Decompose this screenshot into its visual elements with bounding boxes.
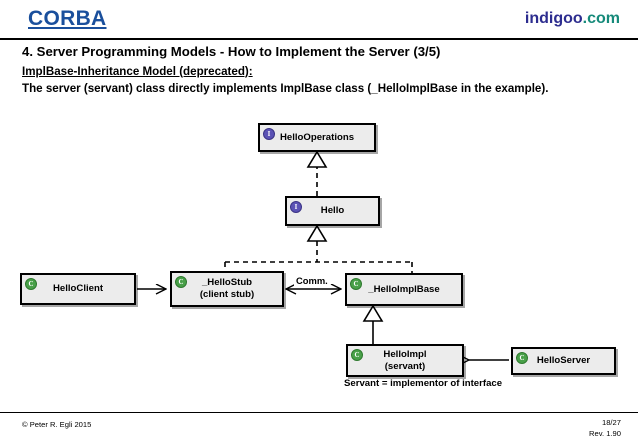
uml-node-label: HelloClient xyxy=(52,283,104,295)
uml-node-label-line1: _HelloStub xyxy=(201,277,253,289)
uml-node-label: _HelloStub (client stub) xyxy=(186,277,268,300)
interface-icon: I xyxy=(263,128,275,140)
edge-label-comm: Comm. xyxy=(294,275,330,286)
uml-class-diagram: I HelloOperations I Hello C HelloClient … xyxy=(0,110,638,405)
class-icon: C xyxy=(351,349,363,361)
slide-header: CORBA indigoo.com xyxy=(0,0,638,38)
revision-number: Rev. 1.90 xyxy=(589,429,621,438)
edge-hello-realizes-hellooperations xyxy=(306,150,328,196)
brand-indigoo-secondary: .com xyxy=(582,10,620,27)
footer-divider xyxy=(0,412,638,413)
uml-node-label: HelloServer xyxy=(536,355,591,367)
uml-node-label-line1: HelloImpl xyxy=(383,348,427,360)
class-icon: C xyxy=(25,278,37,290)
class-icon: C xyxy=(350,278,362,290)
uml-node-label: HelloImpl (servant) xyxy=(369,349,440,372)
edge-helloimpl-extends-helloimplbase xyxy=(362,304,384,344)
servant-note: Servant = implementor of interface xyxy=(344,378,503,389)
uml-node-helloclient[interactable]: C HelloClient xyxy=(20,273,136,305)
brand-indigoo-primary: indigoo xyxy=(524,10,583,27)
copyright-text: © Peter R. Egli 2015 xyxy=(22,420,92,429)
page-title: 4. Server Programming Models - How to Im… xyxy=(22,44,441,59)
page-meta: 18/27 Rev. 1.90 xyxy=(589,417,621,439)
uml-node-hellooperations[interactable]: I HelloOperations xyxy=(258,123,376,152)
class-icon: C xyxy=(175,276,187,288)
diagram-connectors xyxy=(137,150,509,405)
header-divider xyxy=(0,38,638,40)
uml-node-hellostub[interactable]: C _HelloStub (client stub) xyxy=(170,271,284,307)
uml-node-label: _HelloImplBase xyxy=(368,283,440,295)
uml-node-helloserver[interactable]: C HelloServer xyxy=(511,347,616,375)
page-number: 18/27 xyxy=(601,418,621,427)
uml-node-hello[interactable]: I Hello xyxy=(285,196,380,226)
title-block: 4. Server Programming Models - How to Im… xyxy=(22,44,622,96)
edge-realization-bus-to-hello xyxy=(224,224,413,273)
uml-node-label: Hello xyxy=(320,205,345,217)
uml-node-helloimpl[interactable]: C HelloImpl (servant) xyxy=(346,344,464,377)
interface-icon: I xyxy=(290,201,302,213)
page-subtitle: ImplBase-Inheritance Model (deprecated): xyxy=(22,64,253,78)
uml-node-helloimplbase[interactable]: C _HelloImplBase xyxy=(345,273,463,306)
brand-indigoo: indigoo.com xyxy=(525,11,620,27)
uml-node-label-line2: (client stub) xyxy=(199,289,255,300)
uml-node-label: HelloOperations xyxy=(279,131,355,143)
page-lead-text: The server (servant) class directly impl… xyxy=(22,81,549,95)
uml-node-label-line2: (servant) xyxy=(384,360,426,372)
class-icon: C xyxy=(516,352,528,364)
brand-corba: CORBA xyxy=(28,7,107,30)
